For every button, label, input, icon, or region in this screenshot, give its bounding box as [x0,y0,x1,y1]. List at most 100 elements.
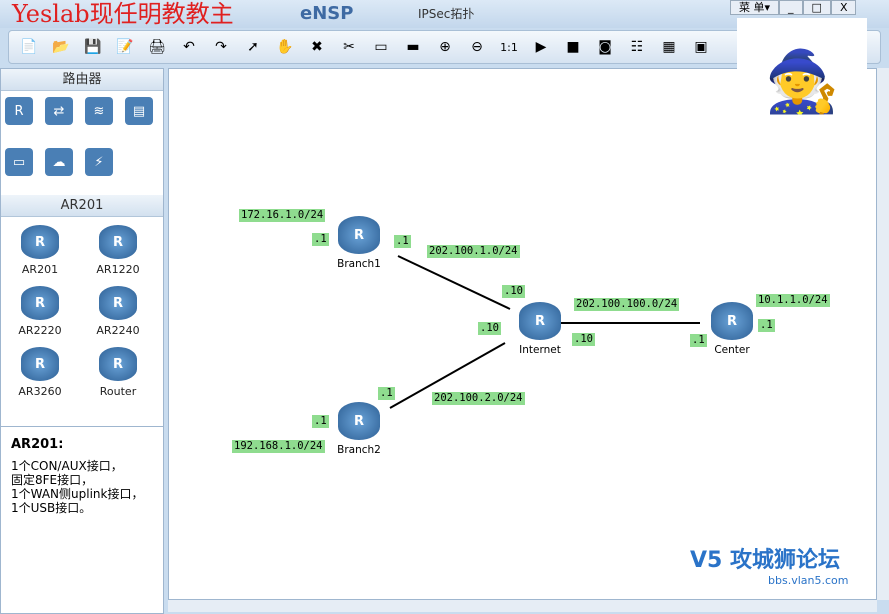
horizontal-scrollbar[interactable] [168,600,877,612]
router-icon: R [99,347,137,381]
start-icon[interactable]: ▶ [535,39,547,55]
label-b2lan[interactable]: 192.168.1.0/24 [232,440,325,453]
router-branch1[interactable]: R Branch1 [324,216,394,271]
topology-icon[interactable]: ☷ [630,39,644,55]
minimize-button[interactable]: _ [779,0,803,15]
app-logo: eNSP [300,3,354,24]
print-icon[interactable]: 🖨 [148,39,166,55]
label-b2lanip[interactable]: .1 [312,415,329,428]
router-icon: R [711,302,753,340]
desc-title: AR201: [11,437,64,452]
text-icon[interactable]: ▭ [374,39,388,55]
router-icon: R [338,402,380,440]
desc-line: 1个USB接口。 [11,501,92,515]
desc-line: 1个WAN侧uplink接口， [11,487,144,501]
label-clan[interactable]: 10.1.1.0/24 [756,294,830,307]
device-ar1220[interactable]: R AR1220 [79,225,157,276]
label-b1net[interactable]: 202.100.1.0/24 [427,245,520,258]
node-label: Center [714,344,750,356]
label-in1[interactable]: .10 [502,285,525,298]
desc-line: 固定8FE接口， [11,473,94,487]
undo-icon[interactable]: ↶ [183,39,195,55]
device-header: AR201 [1,195,163,217]
link-icon[interactable]: ⚡ [85,148,113,176]
delete-icon[interactable]: ✖ [311,39,323,55]
maximize-button[interactable]: □ [802,0,831,15]
cloud-icon[interactable]: ☁ [45,148,73,176]
toolbar: 📄 📂 💾 📝 🖨 ↶ ↷ ➚ ✋ ✖ ✂ ▭ ▬ ⊕ ⊖ 1:1 ▶ ■ ◙ ☷ ▦ ▣ [8,30,881,64]
desc-line: 1个CON/AUX接口， [11,459,123,473]
device-label: AR2240 [96,324,140,337]
device-router[interactable]: R Router [79,347,157,398]
device-description: AR201: 1个CON/AUX接口， 固定8FE接口， 1个WAN侧uplin… [1,426,163,614]
label-b1wanip[interactable]: .1 [394,235,411,248]
select-pointer-icon[interactable]: ➚ [247,39,259,55]
label-b2net[interactable]: 202.100.2.0/24 [432,392,525,405]
device-ar3260[interactable]: R AR3260 [1,347,79,398]
save-as-icon[interactable]: 📝 [116,39,134,55]
device-label: Router [99,385,137,398]
category-header: 路由器 [1,69,163,91]
close-button[interactable]: X [830,0,857,15]
link-branch2-internet[interactable] [389,342,506,409]
node-label: Internet [519,344,561,356]
device-label: AR2220 [18,324,62,337]
terminal-icon[interactable]: ▣ [694,39,708,55]
label-innet3[interactable]: 202.100.100.0/24 [574,298,680,311]
label-b1lanip[interactable]: .1 [312,233,329,246]
fit-1to1-icon[interactable]: 1:1 [500,40,518,54]
watermark-text: Yeslab现任明教教主 [12,0,234,28]
label-b2wanip[interactable]: .1 [378,387,395,400]
hand-icon[interactable]: ✋ [276,39,294,55]
router-icon[interactable]: R [5,97,33,125]
label-cwan[interactable]: .1 [690,334,707,347]
router-icon: R [99,225,137,259]
grid-icon[interactable]: ▦ [662,39,676,55]
device-label: AR3260 [18,385,62,398]
rectangle-icon[interactable]: ▬ [406,39,420,55]
window-title: IPSec拓扑 [418,7,475,21]
label-b1lan[interactable]: 172.16.1.0/24 [239,209,326,222]
link-branch1-internet[interactable] [397,255,511,310]
node-label: Branch2 [337,444,381,456]
capture-icon[interactable]: ◙ [598,39,612,55]
label-clanip[interactable]: .1 [758,319,775,332]
title-bar: eNSP IPSec拓扑 菜 单▾ _ □ X [0,0,889,28]
redo-icon[interactable]: ↷ [215,39,227,55]
device-ar201[interactable]: R AR201 [1,225,79,276]
device-ar2240[interactable]: R AR2240 [79,286,157,337]
save-icon[interactable]: 💾 [84,39,102,55]
device-label: AR1220 [96,263,140,276]
switch-icon[interactable]: ⇄ [45,97,73,125]
router-branch2[interactable]: R Branch2 [324,402,394,457]
router-center[interactable]: R Center [697,302,767,357]
node-label: Branch1 [337,258,381,270]
zoom-out-icon[interactable]: ⊖ [471,39,483,55]
new-topology-icon[interactable]: 📄 [20,39,38,55]
device-label: AR201 [21,263,59,276]
open-icon[interactable]: 📂 [52,39,70,55]
stop-icon[interactable]: ■ [566,39,580,55]
wireless-icon[interactable]: ≋ [85,97,113,125]
avatar-cartoon-icon: 🧙 [737,18,867,144]
firewall-icon[interactable]: ▤ [125,97,153,125]
router-icon: R [99,286,137,320]
router-icon: R [21,347,59,381]
pc-icon[interactable]: ▭ [5,148,33,176]
router-icon: R [338,216,380,254]
router-icon: R [21,286,59,320]
brand-name: 攻城狮论坛 [730,548,841,573]
router-icon: R [21,225,59,259]
label-in2[interactable]: .10 [478,322,501,335]
device-ar2220[interactable]: R AR2220 [1,286,79,337]
label-in3[interactable]: .10 [572,333,595,346]
brand-url: bbs.vlan5.com [768,574,849,587]
menu-button[interactable]: 菜 单▾ [730,0,780,15]
vertical-scrollbar[interactable] [877,68,889,600]
delete-link-icon[interactable]: ✂ [343,39,355,55]
zoom-in-icon[interactable]: ⊕ [439,39,451,55]
